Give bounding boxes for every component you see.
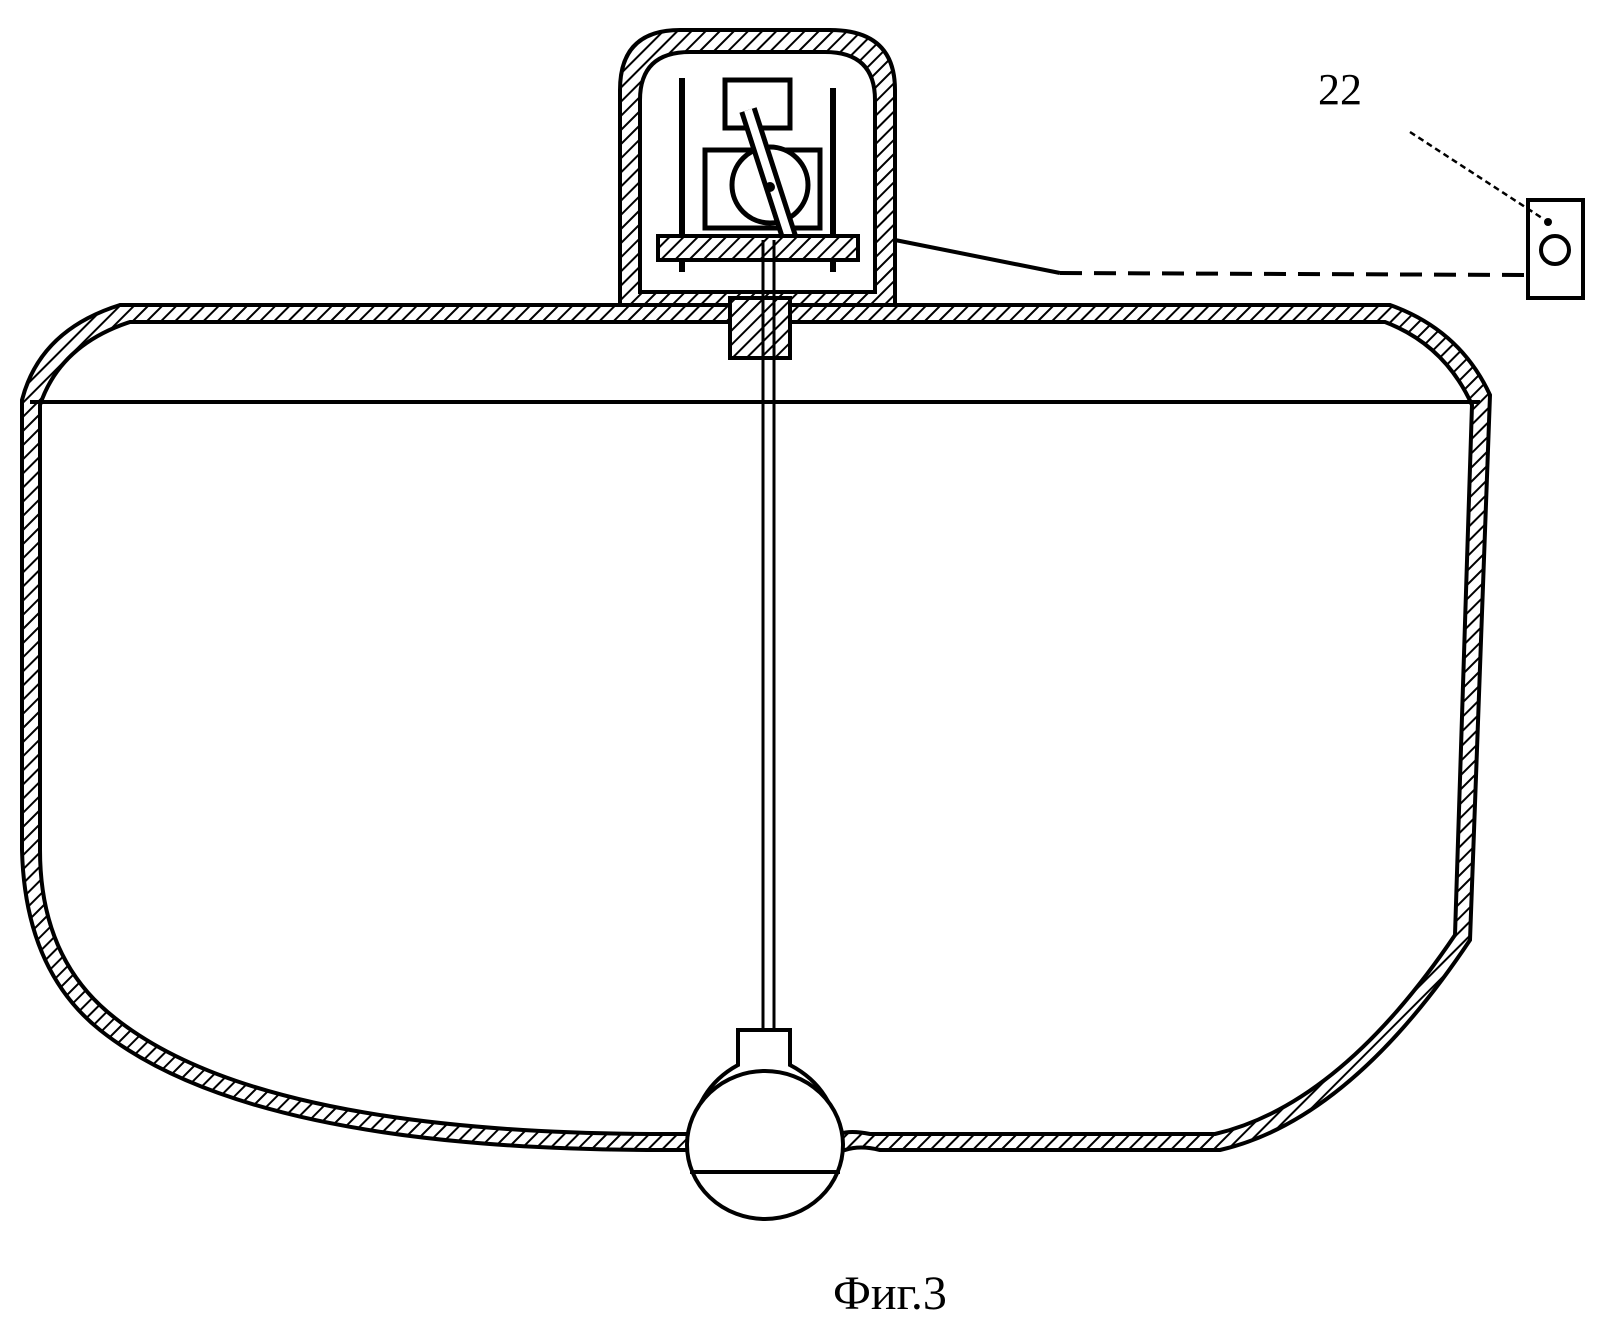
mounting-flange (658, 236, 858, 260)
leader-line-22 (1410, 132, 1542, 218)
callout-22: 22 (1318, 68, 1362, 112)
tank-wall-inner (40, 322, 1472, 1134)
indicator-dot (1544, 218, 1552, 226)
signal-line-solid (895, 240, 1060, 273)
figure-caption: Фиг.3 (833, 1270, 947, 1318)
pivot-dot (765, 182, 775, 192)
signal-connection (895, 240, 1528, 275)
threaded-fitting (730, 298, 790, 358)
tank-shell (22, 305, 1490, 1150)
signal-line-dashed (1060, 273, 1528, 275)
indicator-lamp (1541, 236, 1569, 264)
float-ball (687, 1071, 843, 1219)
